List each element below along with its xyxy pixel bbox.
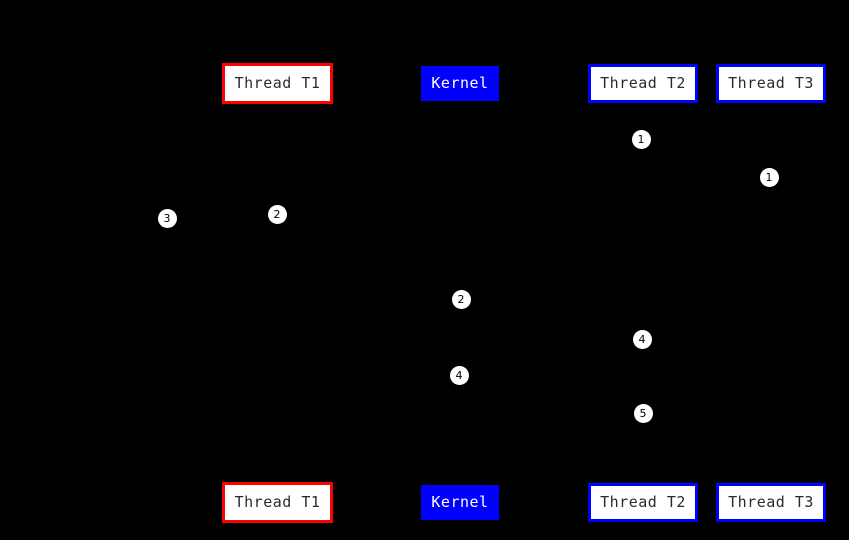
sequence-badge-3-t1: 3	[157, 208, 177, 228]
sequence-badge-2-t1: 2	[267, 204, 287, 224]
participant-t3-bottom[interactable]: Thread T3	[716, 483, 826, 522]
participant-label: Thread T3	[728, 493, 814, 511]
sequence-badge-1-t3: 1	[759, 167, 779, 187]
sequence-badge-4-t2: 4	[632, 329, 652, 349]
participant-label: Thread T2	[600, 74, 686, 92]
sequence-badge-1-t2: 1	[631, 129, 651, 149]
sequence-badge-4-kernel: 4	[449, 365, 469, 385]
participant-t2-top[interactable]: Thread T2	[588, 64, 698, 103]
participant-kernel-top[interactable]: Kernel	[421, 66, 499, 101]
message-3-t1	[167, 215, 277, 221]
participant-t1-bottom[interactable]: Thread T1	[222, 482, 333, 523]
message-4-kernel	[277, 372, 460, 378]
message-4-t2	[643, 336, 771, 342]
message-2-kernel	[460, 296, 643, 302]
participant-label: Thread T1	[234, 74, 321, 92]
participant-label: Thread T3	[728, 74, 814, 92]
message-2-t1	[277, 211, 460, 217]
participant-t1-top[interactable]: Thread T1	[222, 63, 333, 104]
sequence-badge-2-kernel: 2	[451, 289, 471, 309]
lifeline-t1	[277, 104, 278, 482]
participant-label: Kernel	[431, 74, 489, 92]
participant-t2-bottom[interactable]: Thread T2	[588, 483, 698, 522]
participant-label: Kernel	[431, 493, 489, 511]
participant-label: Thread T2	[600, 493, 686, 511]
lifeline-t2	[643, 103, 644, 483]
lifeline-t3	[771, 103, 772, 483]
participant-kernel-bottom[interactable]: Kernel	[421, 485, 499, 520]
sequence-badge-5-t2: 5	[633, 403, 653, 423]
participant-t3-top[interactable]: Thread T3	[716, 64, 826, 103]
message-1-t2	[643, 136, 771, 142]
participant-label: Thread T1	[234, 493, 321, 511]
message-1-t3	[771, 174, 849, 180]
message-5-t2	[460, 410, 643, 416]
